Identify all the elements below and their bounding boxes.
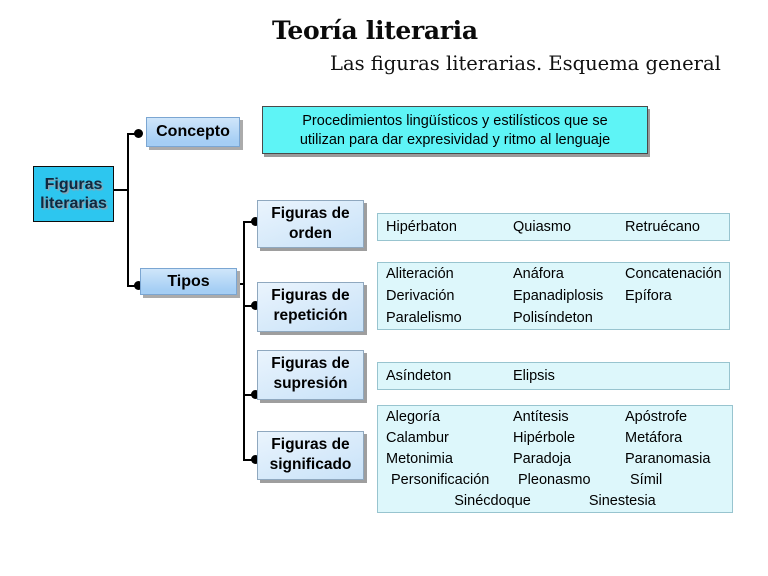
list-item: Concatenación: [625, 266, 722, 282]
list-figuras-de-supresion: Asíndeton Elipsis: [377, 362, 730, 390]
junction-dot: [134, 281, 143, 290]
list-item: Metáfora: [625, 429, 683, 446]
list-item: Símil: [630, 471, 663, 488]
list-item: Hipérbole: [513, 429, 576, 446]
list-item: Retruécano: [625, 219, 700, 235]
list-row: Metonimia Paradoja Paranomasia: [378, 449, 732, 470]
node-figuras-de-supresion: Figuras de supresión: [257, 350, 364, 400]
connector-line: [243, 459, 253, 461]
connector-line: [127, 133, 136, 135]
list-item: Metonimia: [386, 450, 453, 467]
list-row: Hipérbaton Quiasmo Retruécano: [378, 219, 729, 235]
junction-dot: [251, 390, 260, 399]
connector-line: [243, 394, 253, 396]
list-item: Sinestesia: [588, 492, 656, 509]
list-item: Epífora: [625, 288, 672, 304]
list-item: Asíndeton: [386, 368, 452, 384]
node-tipos: Tipos: [140, 268, 237, 295]
list-figuras-de-orden: Hipérbaton Quiasmo Retruécano: [377, 213, 730, 241]
list-item: Personificación: [391, 471, 490, 488]
list-item: Anáfora: [513, 266, 564, 282]
list-row: Asíndeton Elipsis: [378, 368, 729, 384]
slide-subtitle: Las figuras literarias. Esquema general: [330, 52, 721, 75]
list-item: Paradoja: [513, 450, 572, 467]
definition-box: Procedimientos lingüísticos y estilístic…: [262, 106, 648, 154]
list-item: Alegoría: [386, 408, 441, 425]
connector-line: [127, 285, 136, 287]
list-item: Hipérbaton: [386, 219, 457, 235]
connector-line: [127, 133, 129, 287]
connector-line: [237, 283, 245, 285]
list-row: Derivación Epanadiplosis Epífora: [378, 285, 729, 307]
node-figuras-literarias: Figuras literarias: [33, 166, 114, 222]
node-concepto: Concepto: [146, 117, 240, 147]
list-item: Antítesis: [513, 408, 569, 425]
list-row: Sinécdoque Sinestesia: [378, 491, 732, 512]
list-row: Alegoría Antítesis Apóstrofe: [378, 407, 732, 428]
list-item: Derivación: [386, 288, 455, 304]
list-item: Paranomasia: [625, 450, 711, 467]
definition-line-2: utilizan para dar expresividad y ritmo a…: [299, 132, 611, 148]
list-row: Personificación Pleonasmo Símil: [378, 470, 732, 491]
list-item: Quiasmo: [513, 219, 572, 235]
connector-line: [243, 305, 253, 307]
list-row: Calambur Hipérbole Metáfora: [378, 428, 732, 449]
node-figuras-de-significado: Figuras de significado: [257, 431, 364, 480]
list-item: Elipsis: [513, 368, 555, 384]
list-item: Aliteración: [386, 266, 454, 282]
junction-dot: [251, 301, 260, 310]
list-item: Apóstrofe: [625, 408, 688, 425]
connector-line: [114, 189, 128, 191]
junction-dot: [251, 455, 260, 464]
junction-dot: [134, 129, 143, 138]
list-row: Aliteración Anáfora Concatenación: [378, 263, 729, 285]
slide-title: Teoría literaria: [272, 16, 478, 45]
list-item: Pleonasmo: [518, 471, 591, 488]
definition-line-1: Procedimientos lingüísticos y estilístic…: [302, 113, 608, 129]
node-figuras-de-repeticion: Figuras de repetición: [257, 282, 364, 332]
list-item: Sinécdoque: [454, 492, 531, 509]
list-item: Polisíndeton: [513, 310, 593, 326]
junction-dot: [251, 217, 260, 226]
list-item: Paralelismo: [386, 310, 462, 326]
list-item: Epanadiplosis: [513, 288, 604, 304]
list-row: Paralelismo Polisíndeton: [378, 307, 729, 329]
node-figuras-de-orden: Figuras de orden: [257, 200, 364, 248]
connector-line: [243, 221, 253, 223]
list-item: Calambur: [386, 429, 449, 446]
connector-line: [243, 221, 245, 461]
